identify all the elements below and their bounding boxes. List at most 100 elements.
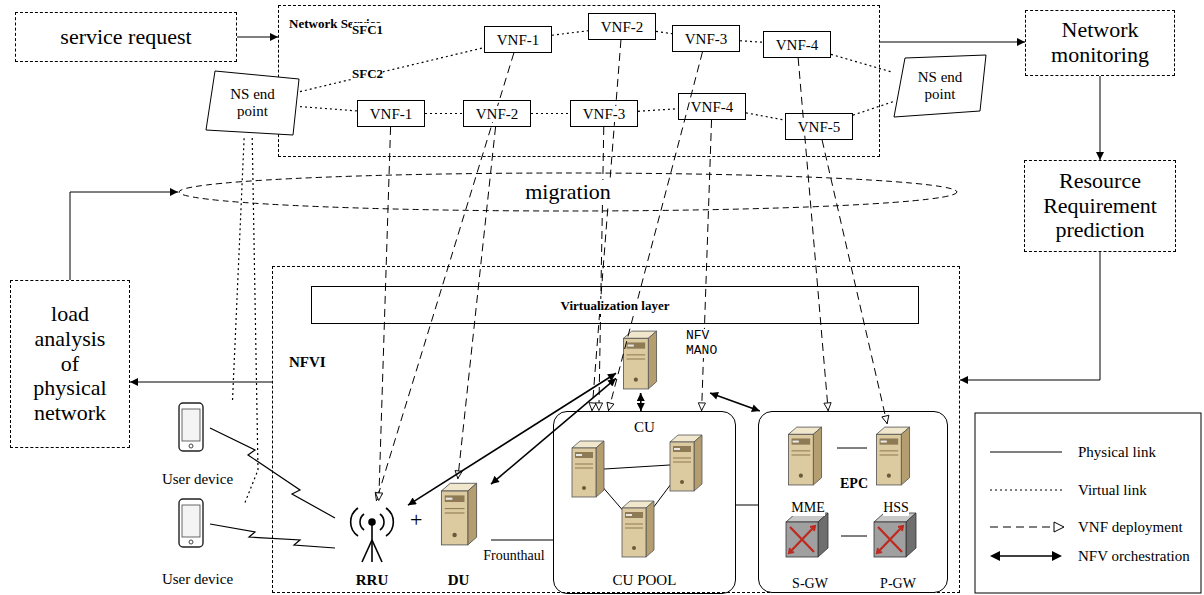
node-text: NS end point: [222, 86, 284, 120]
node-text: HSS: [883, 500, 909, 516]
virtual-link: [245, 136, 258, 503]
node-text: User device: [162, 571, 233, 588]
server-icon: MME: [779, 424, 837, 516]
node-text: RRU: [356, 572, 389, 589]
legend-entry: VNF deployment: [1078, 518, 1183, 536]
node-text: load analysis of physical network: [26, 302, 114, 425]
virtual-link: [853, 102, 893, 115]
physical-link: [841, 536, 867, 537]
deployment-arrow: [798, 58, 828, 411]
text-holder: S-GW: [779, 574, 841, 592]
node-text: NFVI: [289, 354, 326, 371]
vnf-box: VNF-4: [763, 31, 831, 58]
plus-sign: +: [410, 508, 422, 533]
text-holder: NFV MANO: [686, 329, 730, 358]
physical-link: [237, 37, 278, 38]
node-text: Virtualization layer: [561, 299, 670, 314]
node-text: NS end point: [909, 69, 971, 103]
virtual-link: [425, 113, 463, 114]
text-holder: service request: [60, 25, 191, 50]
text-holder: VNF-2: [601, 18, 644, 36]
text-holder: User device: [150, 470, 245, 488]
mano-server: NFV MANO: [616, 327, 731, 393]
link-label: Frounthaul: [483, 546, 544, 564]
text-holder: Network monitoring: [1032, 18, 1168, 67]
text-holder: EPC: [831, 474, 877, 492]
node-text: VNF-3: [685, 31, 728, 48]
layer-band: Virtualization layer: [311, 286, 919, 324]
physical-link: [837, 448, 867, 449]
node-text: VNF-4: [776, 37, 819, 54]
cu-pool: CU CU POOL: [553, 411, 736, 594]
node-text: DU: [448, 572, 470, 589]
virtual-link: [638, 109, 678, 112]
router-icon: P-GW: [867, 510, 929, 592]
nfvi-region: NFVIVirtualization layerNFV MANORRUDUCUC…: [272, 266, 960, 593]
deployment-arrow: [379, 127, 391, 501]
text-holder: VNF-3: [685, 30, 728, 48]
virtual-link: [300, 48, 484, 92]
text-holder: DU: [426, 571, 491, 589]
virtual-link: [552, 31, 588, 36]
monitor-box: Network monitoring: [1025, 10, 1175, 76]
chain-label: SFC1: [352, 20, 383, 38]
physical-link: [736, 505, 758, 506]
text-holder: VNF-1: [370, 105, 413, 123]
label-text: SFC1: [352, 23, 383, 38]
legend-text: Virtual link: [1078, 482, 1147, 499]
text-holder: NFVI: [289, 353, 326, 371]
vnf-box: VNF-5: [785, 113, 853, 140]
node-text: VNF-2: [601, 19, 644, 36]
user-device: User device: [150, 400, 245, 488]
request-box: service request: [15, 12, 237, 62]
legend-entry: Virtual link: [1078, 481, 1147, 499]
node-text: VNF-5: [798, 119, 841, 136]
node-text: P-GW: [880, 576, 916, 592]
text-holder: VNF-1: [497, 31, 540, 49]
node-text: migration: [525, 180, 611, 205]
text-holder: VNF-5: [798, 118, 841, 136]
text-holder: RRU: [336, 571, 408, 589]
text-holder: P-GW: [867, 574, 929, 592]
virtual-link: [746, 113, 785, 120]
text-holder: CU: [554, 418, 735, 436]
node-text: User device: [162, 471, 233, 488]
user-device: User device: [150, 495, 245, 588]
chain-label: SFC2: [352, 64, 383, 82]
node-text: VNF-1: [370, 106, 413, 123]
orchestration-arrow: [640, 393, 642, 411]
text-holder: load analysis of physical network: [26, 302, 114, 425]
rru-antenna: RRU: [336, 501, 408, 589]
text-holder: VNF-4: [691, 98, 734, 116]
endpoint-shape: NS end point: [205, 70, 300, 136]
text-holder: NS end point: [909, 69, 971, 103]
vnf-box: VNF-2: [463, 100, 531, 127]
epc-group: EPCMME HSS S-GW P-GW: [758, 411, 948, 593]
vnf-box: VNF-3: [672, 25, 740, 52]
node-text: VNF-2: [476, 106, 519, 123]
physical-link: [960, 252, 1100, 380]
node-text: EPC: [840, 476, 868, 492]
analysis-box: load analysis of physical network: [10, 280, 130, 448]
label-text: SFC2: [352, 67, 383, 82]
text-holder: CU POOL: [554, 571, 735, 589]
router-icon: S-GW: [779, 510, 841, 592]
label-text: +: [410, 508, 422, 533]
physical-link: [1100, 76, 1101, 160]
node-text: VNF-4: [691, 99, 734, 116]
node-text: Network monitoring: [1032, 18, 1168, 67]
link-label-text: Frounthaul: [483, 548, 544, 564]
virtual-link: [656, 31, 672, 33]
virtual-link: [531, 113, 570, 114]
deployment-arrow: [599, 127, 604, 411]
text-holder: VNF-2: [476, 105, 519, 123]
text-holder: NS end point: [222, 86, 284, 120]
virtual-link: [831, 54, 893, 72]
migration-ellipse: migration: [178, 172, 958, 212]
vnf-box: VNF-1: [357, 100, 425, 127]
text-holder: HSS: [867, 498, 925, 516]
deployment-arrow: [592, 40, 621, 411]
node-text: CU POOL: [613, 572, 677, 589]
vnf-box: VNF-3: [570, 100, 638, 127]
node-text: NFV MANO: [686, 329, 730, 358]
